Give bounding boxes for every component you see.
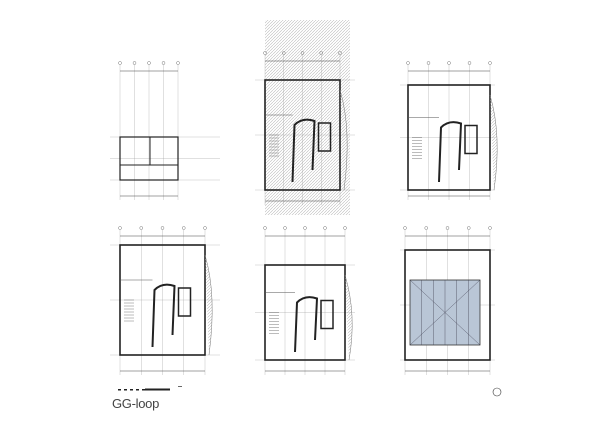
grid-bubble [263, 51, 267, 55]
grid-bubble [323, 226, 327, 230]
grid-bubble [488, 61, 492, 65]
curved-facade [204, 254, 213, 356]
curved-core-wall [291, 118, 316, 183]
grid-bubble [467, 61, 472, 65]
exterior-wall [119, 136, 179, 181]
curved-facade [489, 94, 498, 191]
grid-bubble [343, 226, 347, 230]
grid-bubble [160, 226, 165, 230]
exterior-wall [407, 84, 491, 191]
grid-bubble [488, 226, 492, 230]
floor-plan-1 [110, 61, 220, 200]
grid-bubble [118, 226, 122, 230]
grid-bubble [467, 226, 471, 230]
grid-bubble [118, 61, 122, 65]
curved-facade [339, 89, 348, 191]
grid-bubble [263, 226, 267, 230]
curved-core-wall [438, 121, 463, 183]
exterior-wall [119, 244, 206, 356]
room-wall [177, 287, 192, 317]
floor-plan-4 [110, 226, 220, 375]
logo-text: GG-loop [112, 396, 160, 411]
room-wall [317, 122, 332, 152]
floor-plan-5 [255, 226, 355, 375]
exterior-wall [264, 79, 341, 191]
curved-facade [344, 274, 353, 361]
grid-bubble [132, 61, 137, 65]
gg-loop-logo: GG-loop [112, 396, 159, 411]
exterior-wall [264, 264, 346, 361]
room-wall [320, 299, 334, 330]
grid-bubble [303, 226, 307, 230]
grid-bubble [403, 226, 407, 230]
grid-bubble [203, 226, 207, 230]
floor-plan-2 [255, 20, 355, 215]
grid-bubble [176, 61, 180, 65]
grid-bubble [283, 226, 287, 230]
grid-bubble [338, 51, 342, 55]
floor-plan-6 [400, 226, 495, 375]
grid-bubble [147, 61, 151, 65]
north-arrow-icon [492, 387, 502, 397]
grid-bubble [282, 51, 286, 55]
grid-bubble [424, 226, 428, 230]
exterior-wall [404, 249, 491, 361]
scale-bar [118, 386, 182, 391]
grid-bubble [182, 226, 186, 230]
grid-bubble [447, 61, 451, 65]
curved-core-wall [294, 296, 319, 353]
curved-core-wall [151, 283, 176, 348]
grid-bubble [319, 51, 323, 55]
grid-bubble [445, 226, 450, 230]
room-wall [464, 124, 478, 155]
floor-plan-3 [400, 61, 498, 200]
grid-bubble [161, 61, 166, 65]
grid-bubble [426, 61, 431, 65]
site-hatch [265, 20, 350, 215]
grid-bubble [300, 51, 305, 55]
grid-bubble [139, 226, 143, 230]
grid-bubble [406, 61, 410, 65]
